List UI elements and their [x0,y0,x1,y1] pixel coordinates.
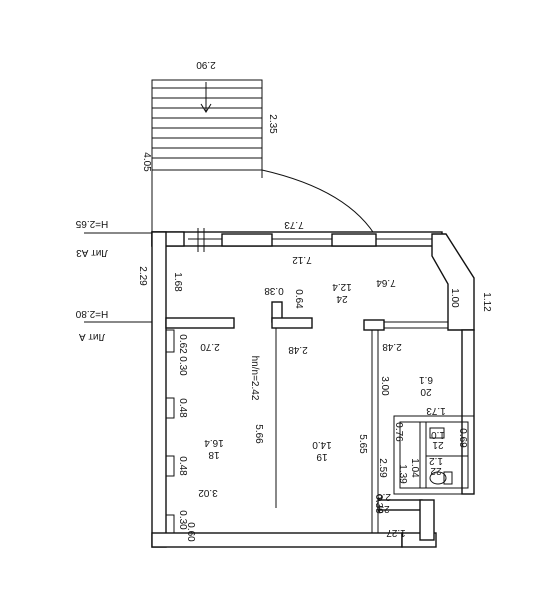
level-a3-label: Лит А3 [76,247,108,258]
dim-room18-top: 2.70 [200,341,220,352]
dim-room18-w2: 0.30 [177,356,188,376]
dim-room19-side: 5.65 [357,434,368,454]
level-a-label: Лит А [79,331,106,342]
level-a-height: H=2.80 [75,308,108,319]
dim-room18-height: hn/n=2.42 [249,356,260,401]
dim-room20-bottom: 1.73 [426,405,446,416]
dim-corner-top: 0.38 [264,285,284,296]
dim-wc-right: 0.69 [457,428,468,448]
dim-r23-h: 2.59 [377,458,388,478]
dim-r23-b: 0.39 [373,494,384,514]
dim-top-inner: 7.12 [292,254,312,265]
dim-wc-inner: 1.39 [397,464,408,484]
stairs [151,79,379,278]
dim-stairs-width: 2.90 [196,59,216,70]
room-22-area: 1.2 [429,455,443,466]
dimension-labels: 2.90 2.35 4.05 7.73 7.12 2.29 1.68 1.12 … [137,59,492,542]
room-18-area: 16.4 [204,437,224,448]
dim-room19-top: 2.48 [288,344,308,355]
dim-stairs-length: 2.35 [267,114,278,134]
dim-room18-center: 5.66 [253,424,264,444]
room-24-number: 24 [336,293,348,304]
room-20-area: 6.1 [419,374,433,385]
level-a3-height: H=2.65 [75,218,108,229]
room-24-width: 7.64 [376,277,396,288]
dim-top-outer: 7.73 [284,219,304,230]
dim-right-inner: 1.00 [449,288,460,308]
dim-room18-w3: 0.48 [177,398,188,418]
room-21-number: 21 [432,439,444,450]
room-23-area: 2.6 [377,491,391,502]
room-24-area: 12.4 [332,281,352,292]
dim-room20-side: 3.00 [379,376,390,396]
walls [151,228,475,548]
dim-room18-w1: 0.62 [177,334,188,354]
dim-r23-bottom: 1.27 [386,527,406,538]
dim-wc-side: 1.04 [409,458,420,478]
room-labels: 7.64 12.4 24 16.4 18 14.0 19 6.1 20 21 1… [204,277,445,514]
dim-corner-side: 0.64 [293,289,304,309]
dim-wc-left: 0.76 [393,422,404,442]
dim-room18-side: 3.02 [198,487,218,498]
room-20-number: 20 [420,386,432,397]
dim-left-inner-a3: 1.68 [172,272,183,292]
dim-room20-top: 2.48 [382,341,402,352]
dim-room18-bottom: 0.60 [185,522,196,542]
level-markers: H=2.65 Лит А3 H=2.80 Лит А [75,218,152,342]
room-19-area: 14.0 [312,439,332,450]
room-19-number: 19 [316,451,328,462]
dim-room18-w5: 0.30 [177,510,188,530]
dim-room18-w4: 0.48 [177,456,188,476]
room-22-number: 22 [430,465,442,476]
room-23-number: 23 [378,503,390,514]
dim-left-a3: 2.29 [137,266,148,286]
dim-right-outer: 1.12 [481,292,492,312]
dim-stairs-side: 4.05 [141,152,152,172]
room-21-area: 1.0 [431,429,445,440]
room-18-number: 18 [208,449,220,460]
